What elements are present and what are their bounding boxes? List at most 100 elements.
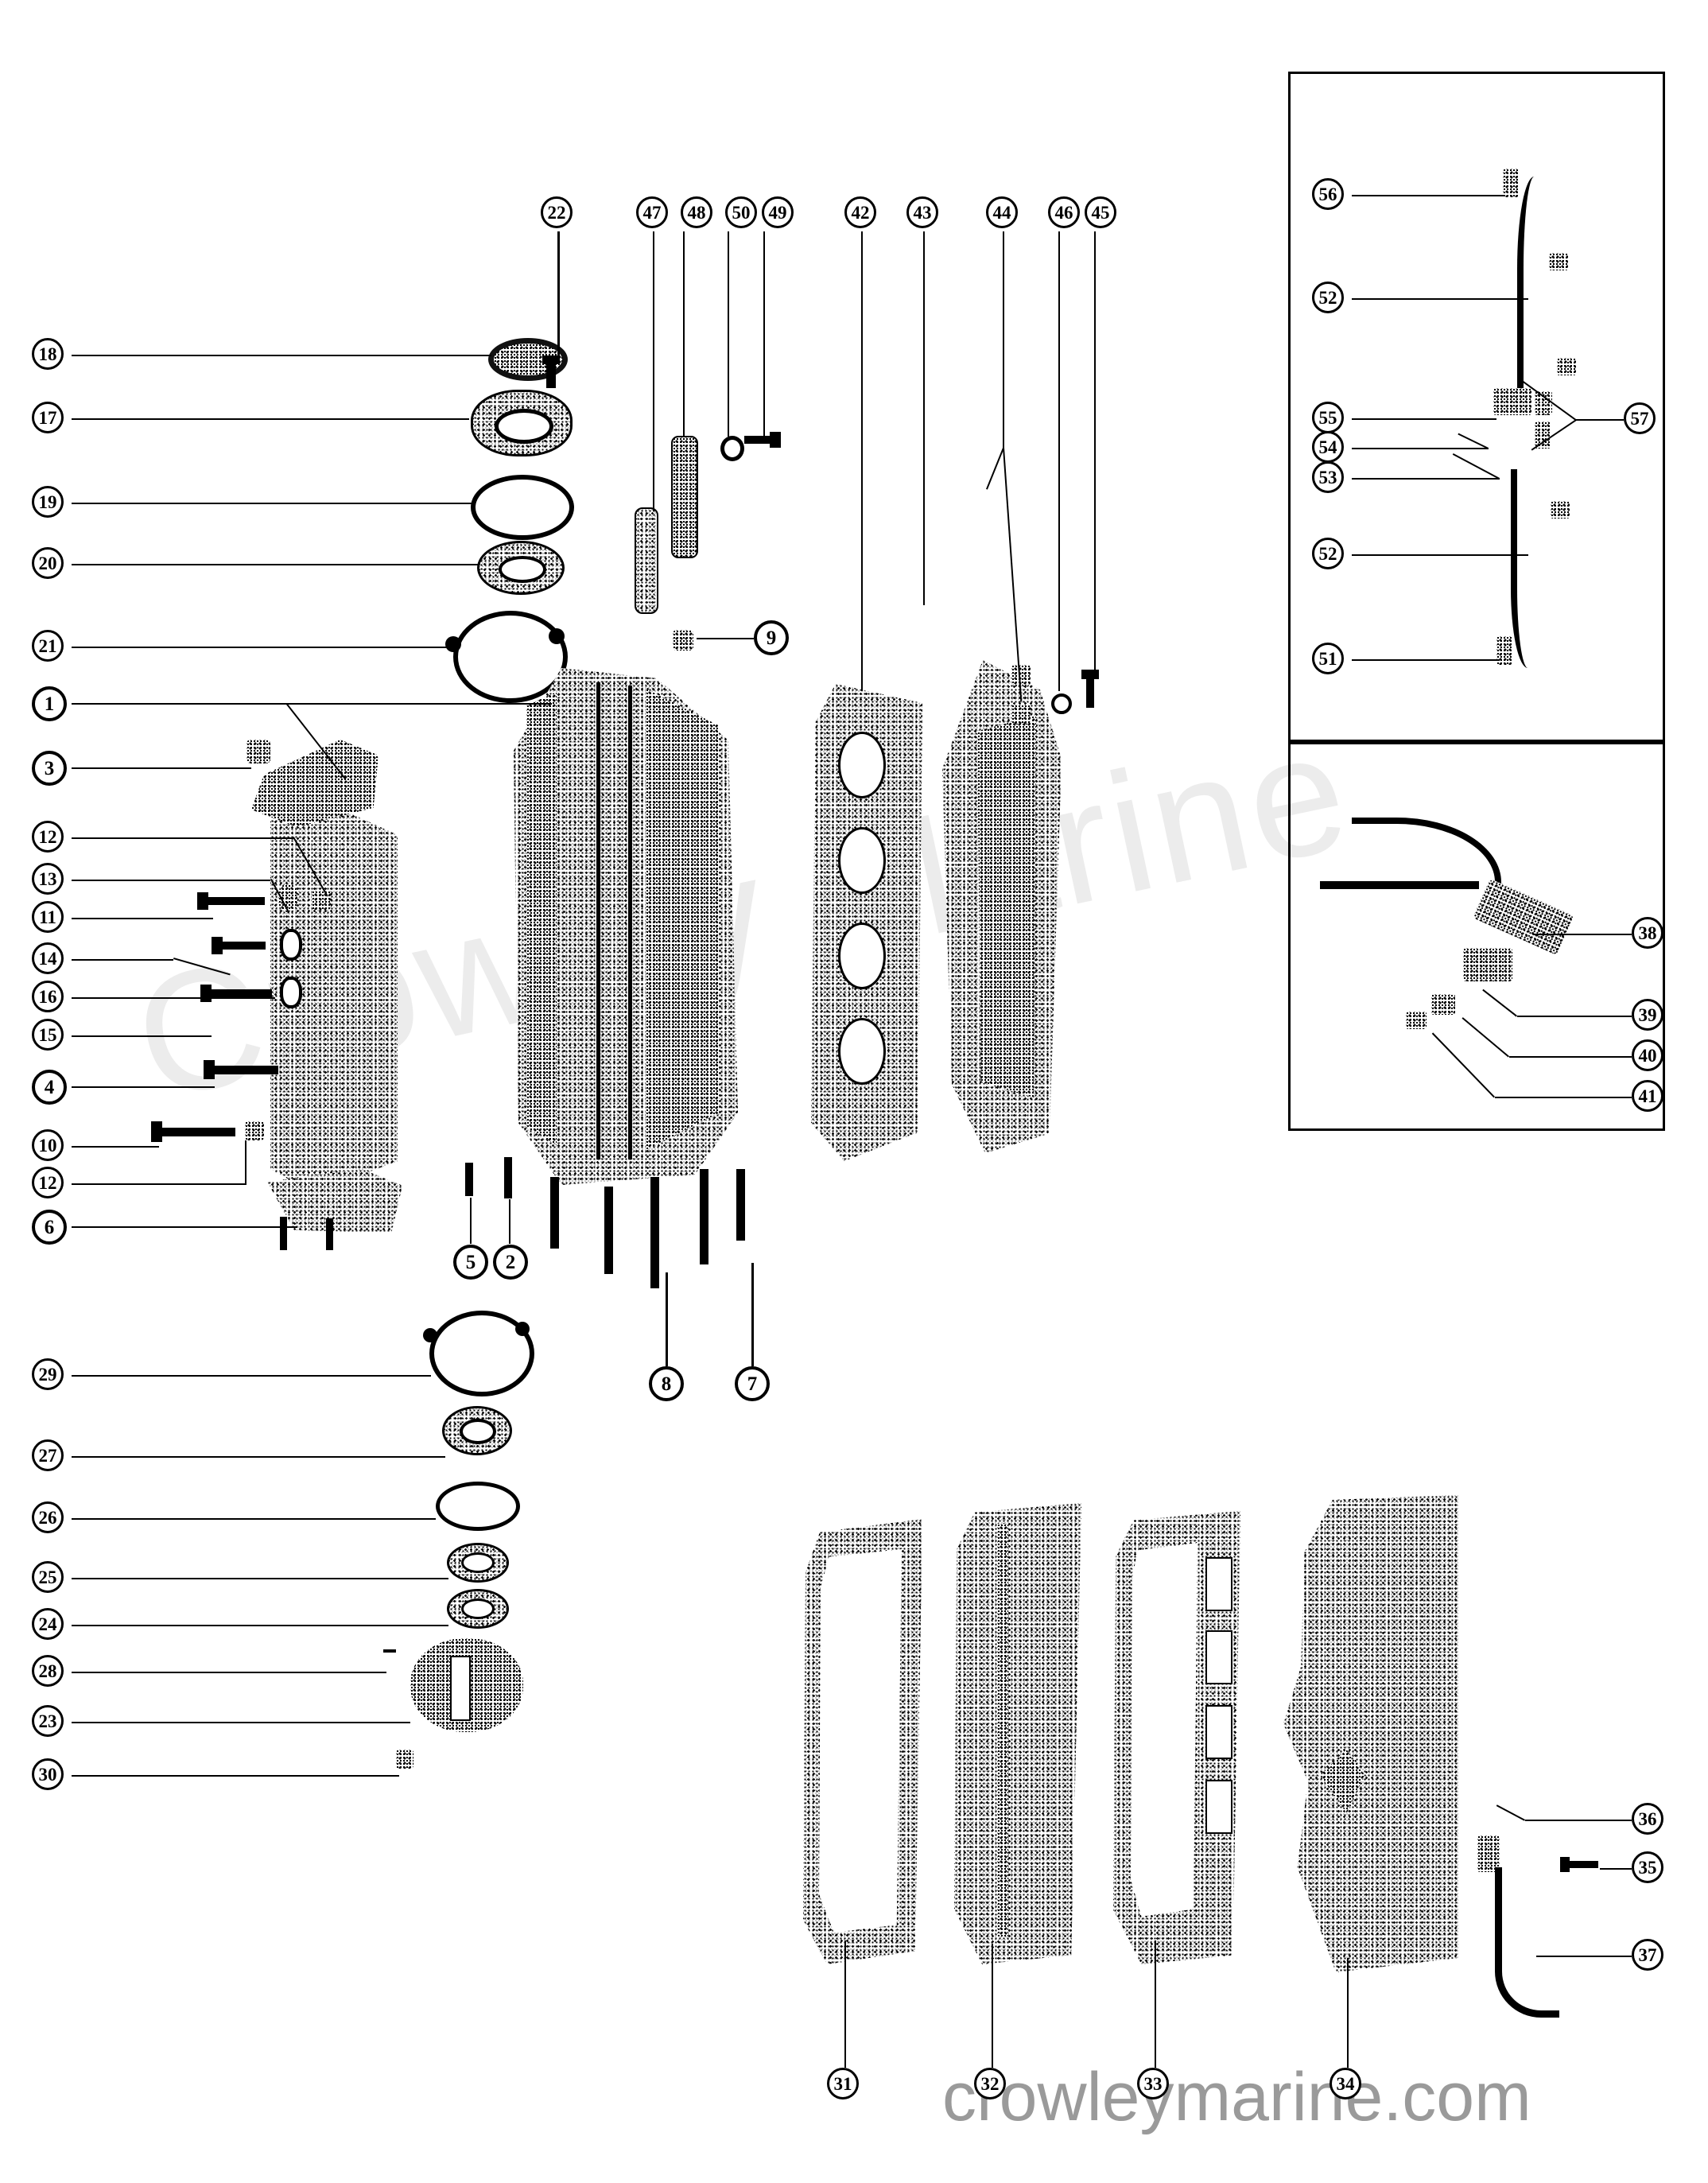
- part-gasket-tab-21-left: [445, 636, 461, 652]
- leader-41: [1495, 1097, 1632, 1098]
- part-block-stud-b: [604, 1187, 613, 1274]
- callout-44[interactable]: 44: [986, 196, 1018, 228]
- leader-12: [72, 837, 293, 839]
- callout-48[interactable]: 48: [681, 196, 712, 228]
- callout-28[interactable]: 28: [32, 1655, 64, 1687]
- leader-27: [72, 1456, 445, 1458]
- part-head-gasket-42: [811, 684, 922, 1161]
- callout-52[interactable]: 52: [1312, 282, 1344, 313]
- part-bolt-head-15: [200, 985, 212, 1002]
- callout-46[interactable]: 46: [1048, 196, 1080, 228]
- part-ring-bore-24: [461, 1598, 495, 1619]
- part-fuel-hose-52-upper: [1517, 177, 1560, 407]
- callout-27[interactable]: 27: [32, 1439, 64, 1471]
- part-bolt-15: [205, 989, 272, 997]
- callout-4[interactable]: 4: [32, 1070, 67, 1105]
- callout-25[interactable]: 25: [32, 1561, 64, 1593]
- callout-39[interactable]: 39: [1632, 999, 1663, 1031]
- callout-51[interactable]: 51: [1312, 643, 1344, 674]
- part-ignition-lead-branch: [1320, 881, 1479, 889]
- callout-34[interactable]: 34: [1330, 2068, 1361, 2099]
- callout-56[interactable]: 56: [1312, 178, 1344, 210]
- part-fitting-53: [1535, 421, 1551, 449]
- callout-50[interactable]: 50: [725, 196, 757, 228]
- callout-15[interactable]: 15: [32, 1019, 64, 1051]
- callout-16[interactable]: 16: [32, 981, 64, 1012]
- callout-54[interactable]: 54: [1312, 431, 1344, 463]
- callout-24[interactable]: 24: [32, 1608, 64, 1640]
- callout-26[interactable]: 26: [32, 1501, 64, 1533]
- callout-41[interactable]: 41: [1632, 1080, 1663, 1112]
- part-o-ring-19: [471, 475, 574, 540]
- callout-19[interactable]: 19: [32, 486, 64, 518]
- leader-55: [1352, 418, 1496, 420]
- part-block-stud-a: [550, 1177, 559, 1249]
- callout-38[interactable]: 38: [1632, 917, 1663, 949]
- callout-12[interactable]: 12: [32, 821, 64, 853]
- leader-3: [72, 767, 251, 769]
- part-block-stud-d: [700, 1169, 708, 1264]
- callout-36[interactable]: 36: [1632, 1803, 1663, 1835]
- part-intake-manifold-43: [942, 660, 1062, 1153]
- leader-42: [861, 231, 863, 691]
- callout-43[interactable]: 43: [906, 196, 938, 228]
- leader-34: [1347, 1958, 1349, 2068]
- callout-8[interactable]: 8: [649, 1366, 684, 1401]
- leader-54: [1352, 448, 1489, 449]
- callout-40[interactable]: 40: [1632, 1039, 1663, 1071]
- callout-32[interactable]: 32: [974, 2068, 1006, 2099]
- callout-20[interactable]: 20: [32, 547, 64, 579]
- callout-55[interactable]: 55: [1312, 402, 1344, 433]
- callout-2[interactable]: 2: [493, 1245, 528, 1280]
- callout-12[interactable]: 12: [32, 1167, 64, 1198]
- part-clamp-56: [1503, 169, 1519, 197]
- callout-30[interactable]: 30: [32, 1758, 64, 1790]
- callout-29[interactable]: 29: [32, 1358, 64, 1390]
- leader-40: [1509, 1056, 1632, 1058]
- callout-42[interactable]: 42: [844, 196, 876, 228]
- part-carrier-bore-17: [495, 409, 553, 444]
- callout-35[interactable]: 35: [1632, 1851, 1663, 1883]
- leader-32: [992, 1944, 993, 2068]
- callout-49[interactable]: 49: [762, 196, 794, 228]
- callout-5[interactable]: 5: [453, 1245, 488, 1280]
- leader-57: [1576, 419, 1624, 421]
- callout-14[interactable]: 14: [32, 942, 64, 974]
- leader-9: [697, 638, 754, 639]
- leader-48: [683, 231, 685, 437]
- callout-18[interactable]: 18: [32, 338, 64, 370]
- callout-9[interactable]: 9: [754, 620, 789, 655]
- part-bolt-head-45: [1081, 670, 1099, 679]
- leader-5: [470, 1198, 472, 1244]
- leader-45: [1094, 231, 1096, 670]
- callout-11[interactable]: 11: [32, 901, 64, 933]
- callout-10[interactable]: 10: [32, 1129, 64, 1161]
- callout-47[interactable]: 47: [636, 196, 668, 228]
- leader-18: [72, 355, 491, 356]
- callout-52[interactable]: 52: [1312, 538, 1344, 569]
- part-o-ring-26: [436, 1482, 520, 1531]
- callout-17[interactable]: 17: [32, 402, 64, 433]
- callout-7[interactable]: 7: [735, 1366, 770, 1401]
- inset-box-hose-detail: [1288, 72, 1665, 744]
- callout-13[interactable]: 13: [32, 863, 64, 895]
- callout-33[interactable]: 33: [1137, 2068, 1169, 2099]
- callout-31[interactable]: 31: [827, 2068, 859, 2099]
- callout-23[interactable]: 23: [32, 1705, 64, 1737]
- callout-57[interactable]: 57: [1624, 402, 1656, 434]
- part-screw-35: [1565, 1861, 1598, 1868]
- callout-21[interactable]: 21: [32, 630, 64, 662]
- leader-12c-v: [245, 1140, 246, 1185]
- leader-19: [72, 503, 472, 504]
- callout-22[interactable]: 22: [541, 196, 573, 228]
- callout-6[interactable]: 6: [32, 1210, 67, 1245]
- callout-53[interactable]: 53: [1312, 461, 1344, 493]
- leader-13: [72, 880, 270, 881]
- inset-box-lead-detail: [1288, 740, 1665, 1131]
- callout-3[interactable]: 3: [32, 751, 67, 786]
- callout-1[interactable]: 1: [32, 686, 67, 721]
- callout-37[interactable]: 37: [1632, 1939, 1663, 1971]
- callout-45[interactable]: 45: [1085, 196, 1116, 228]
- leader-29: [72, 1375, 431, 1377]
